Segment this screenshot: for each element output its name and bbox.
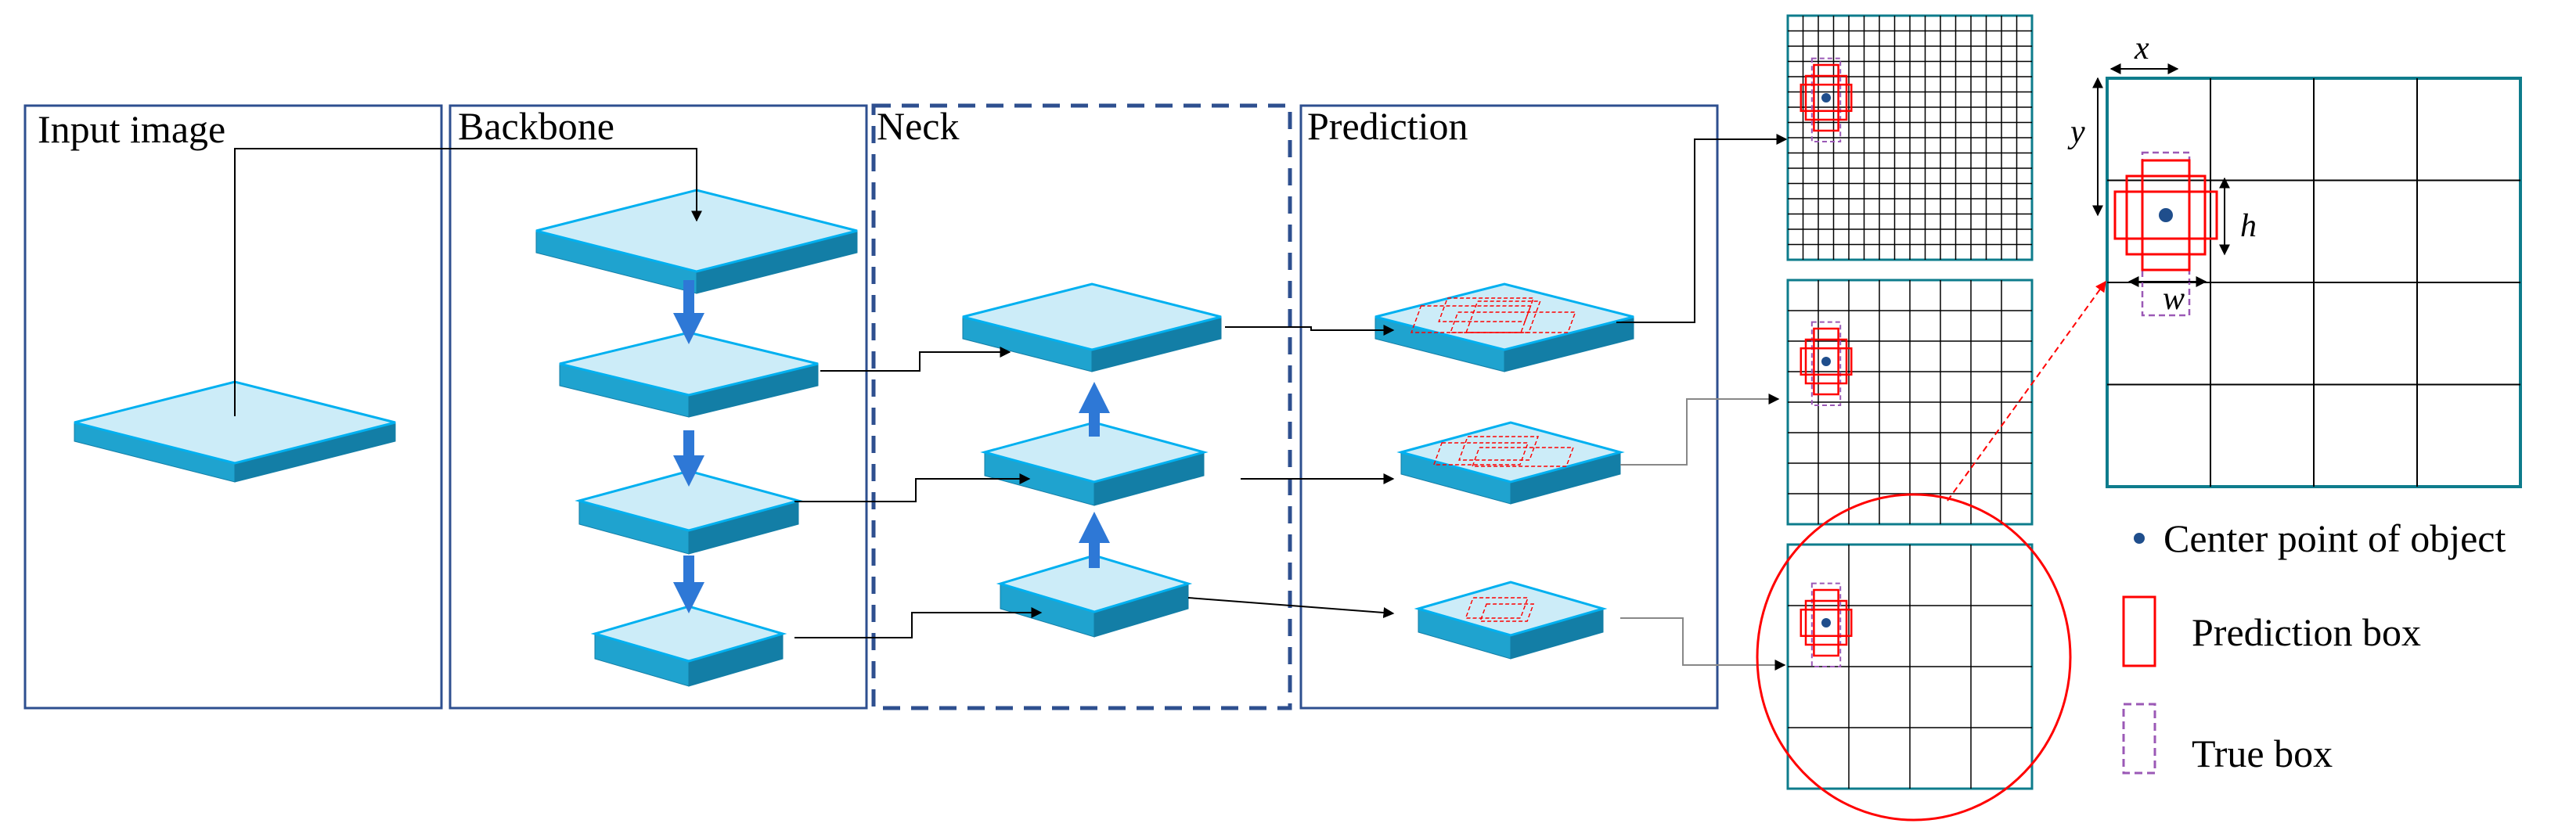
input-image-panel bbox=[23, 104, 443, 710]
prediction-layer-2 bbox=[1396, 421, 1625, 505]
backbone-layer-2 bbox=[559, 331, 819, 418]
prediction-to-grid-connector-2 bbox=[1620, 394, 1780, 466]
highlight-ellipse bbox=[1756, 493, 2072, 822]
neck-upsample-arrows bbox=[1079, 382, 1110, 568]
prediction-layer-1-anchor-boxes bbox=[1410, 297, 1576, 333]
detail-boxes bbox=[2113, 151, 2218, 317]
backbone-panel bbox=[449, 104, 868, 710]
grid-medium-scale bbox=[1786, 279, 2034, 526]
grid-large-scale-center-point bbox=[1821, 93, 1831, 102]
prediction-layer-3-anchor-boxes bbox=[1465, 597, 1535, 622]
backbone-layer-3 bbox=[575, 469, 803, 555]
backbone-to-neck-connector-3 bbox=[794, 607, 1043, 638]
backbone-label: Backbone bbox=[458, 104, 614, 148]
grid-small-scale-center-point bbox=[1821, 618, 1831, 627]
prediction-to-grid-connector-3 bbox=[1620, 617, 1786, 671]
neck-label: Neck bbox=[877, 104, 960, 148]
backbone-layer-1 bbox=[535, 189, 858, 294]
backbone-layer-4 bbox=[590, 605, 787, 687]
feature-layers bbox=[74, 189, 1634, 687]
h-dimension-label: h bbox=[2240, 208, 2257, 244]
legend-center-point-icon bbox=[2134, 533, 2145, 544]
input-image-layer bbox=[74, 380, 396, 483]
y-dimension-label: y bbox=[2067, 114, 2085, 150]
prediction-to-grid-connector-1 bbox=[1616, 134, 1788, 323]
backbone-downsample-arrows bbox=[673, 280, 704, 613]
legend-prediction-box-icon bbox=[2122, 595, 2156, 667]
detection-grids bbox=[1786, 14, 2034, 790]
neck-layer-2 bbox=[980, 421, 1209, 506]
neck-layer-3 bbox=[996, 554, 1193, 638]
detail-dimension-arrows bbox=[2092, 63, 2230, 287]
prediction-layer-1 bbox=[1374, 282, 1634, 372]
grid-large-scale bbox=[1786, 14, 2034, 261]
prediction-layer-3 bbox=[1414, 581, 1608, 660]
neck-layer-1 bbox=[962, 282, 1222, 372]
grid-small-scale bbox=[1786, 543, 2034, 790]
detail-grid bbox=[2092, 63, 2522, 488]
grid-medium-scale-boxes bbox=[1800, 321, 1853, 407]
grid-small-scale-boxes bbox=[1800, 582, 1853, 667]
backbone-to-neck-connector-2 bbox=[794, 473, 1031, 502]
legend-true-box-label: True box bbox=[2192, 732, 2333, 775]
w-dimension-label: w bbox=[2163, 281, 2185, 317]
input-to-backbone-connector bbox=[234, 148, 702, 416]
prediction-layer-2-anchor-boxes bbox=[1432, 436, 1574, 467]
prediction-panel bbox=[1299, 104, 1719, 710]
neck-panel bbox=[871, 103, 1292, 710]
legend-prediction-box-label: Prediction box bbox=[2192, 610, 2421, 654]
prediction-label: Prediction bbox=[1307, 104, 1468, 148]
legend-center-point-label: Center point of object bbox=[2163, 516, 2506, 560]
neck-to-prediction-connector-3 bbox=[1187, 597, 1395, 619]
x-dimension-label: x bbox=[2134, 31, 2149, 67]
input-image-label: Input image bbox=[38, 107, 225, 151]
grid-medium-scale-center-point bbox=[1821, 357, 1831, 366]
grid-large-scale-boxes bbox=[1800, 57, 1853, 142]
neck-to-prediction-connector-1 bbox=[1225, 325, 1395, 336]
zoom-arrow bbox=[1947, 280, 2106, 502]
legend-true-box-icon bbox=[2122, 703, 2156, 775]
detail-center-point bbox=[2159, 208, 2173, 222]
backbone-to-neck-connector-1 bbox=[820, 347, 1011, 372]
